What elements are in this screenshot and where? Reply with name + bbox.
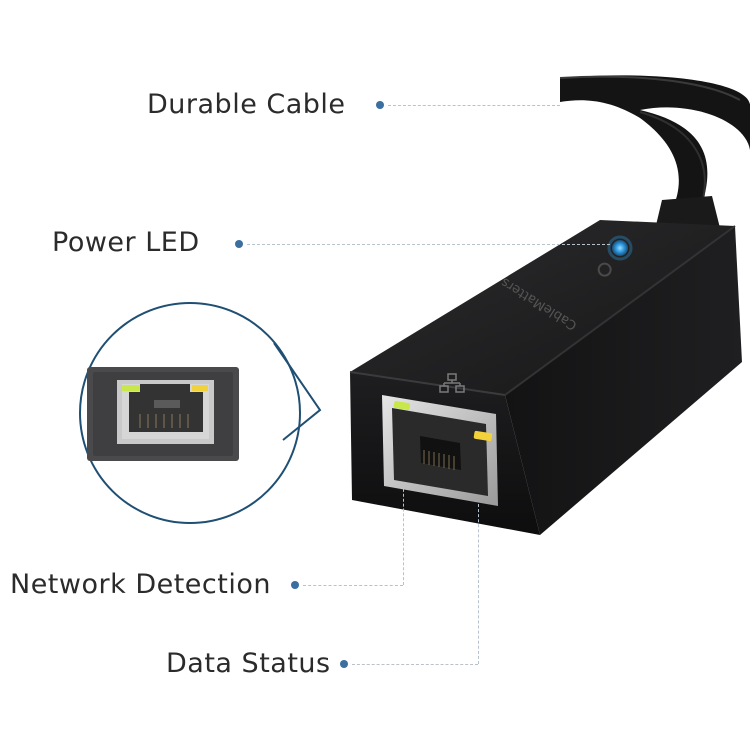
callout-dot: [291, 581, 299, 589]
leader-line: [352, 664, 478, 665]
leader-line: [478, 504, 479, 664]
callout-dot: [340, 660, 348, 668]
leader-line: [303, 585, 403, 586]
adapter-side: [505, 226, 742, 535]
callout-durable-cable: Durable Cable: [147, 89, 346, 120]
callout-power-led: Power LED: [52, 227, 200, 258]
callout-data-status: Data Status: [166, 648, 331, 679]
network-detection-led: [393, 401, 411, 410]
leader-line: [388, 105, 560, 106]
cable: [560, 75, 750, 210]
callout-dot: [235, 240, 243, 248]
network-icon: [439, 373, 465, 393]
adapter-top: [350, 220, 735, 395]
power-led: [612, 240, 628, 256]
leader-line: [247, 244, 610, 245]
callout-network-detection: Network Detection: [10, 569, 271, 600]
leader-line: [403, 484, 404, 585]
callout-dot: [376, 101, 384, 109]
data-status-led: [473, 430, 493, 442]
